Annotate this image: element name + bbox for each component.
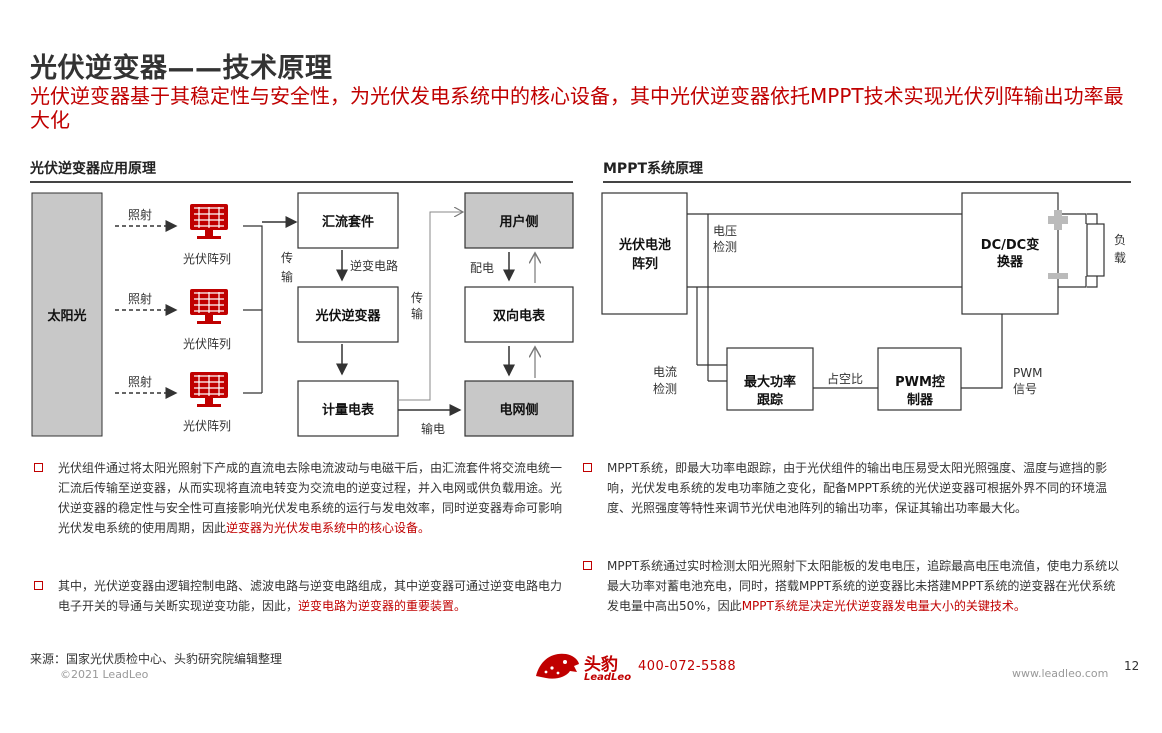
solar-panel-icon-3 <box>190 372 228 407</box>
load-label-2: 载 <box>1114 251 1126 265</box>
pwm-label-1: PWM控 <box>895 374 945 390</box>
pwm-signal-label-2: 信号 <box>1013 382 1037 396</box>
page-number: 12 <box>1124 659 1140 673</box>
brand-cn: 头豹 <box>584 655 618 675</box>
pv-array-label-2: 光伏阵列 <box>183 337 231 351</box>
bi-meter-box <box>464 286 574 343</box>
page-title: 光伏逆变器——技术原理 <box>30 53 333 84</box>
grid-side-box <box>464 380 574 437</box>
user-side-label: 用户侧 <box>498 214 538 230</box>
pwm-label-2: 制器 <box>907 392 934 408</box>
pv-array-label-3: 光伏阵列 <box>183 419 231 433</box>
pwm-signal-line <box>961 314 1003 389</box>
user-side-box <box>464 192 574 249</box>
combiner-box <box>297 192 399 249</box>
bullet-square-icon <box>583 561 592 570</box>
source-note: 来源：国家光伏质检中心、头豹研究院编辑整理 <box>30 652 283 666</box>
solar-panel-icon-1 <box>190 204 228 239</box>
application-principle-diagram: 太阳光 照射 照射 照射 光伏阵列 光伏阵列 光伏阵列 传 汇流套件 逆变电路 … <box>31 192 574 437</box>
grid-side-label: 电网侧 <box>499 402 538 418</box>
panel-bus-line <box>243 225 263 394</box>
pv-cell-label-1: 光伏电池 <box>618 237 671 253</box>
right-heading-rule <box>603 181 1131 183</box>
transmit-label-1b: 输 <box>281 270 294 284</box>
right-bullet-2: MPPT系统通过实时检测太阳光照射下太阳能板的发电电压，追踪最高电压电流值，使电… <box>583 556 1123 640</box>
mppt-label-2: 跟踪 <box>757 392 783 408</box>
meter-label: 计量电表 <box>322 402 375 418</box>
meter-box <box>297 380 399 437</box>
irradiate-label-3: 照射 <box>128 374 152 389</box>
left-section-heading: 光伏逆变器应用原理 <box>30 161 156 177</box>
duty-label: 占空比 <box>827 371 863 386</box>
solar-panel-icon-2 <box>190 289 228 324</box>
minus-terminal <box>1048 273 1068 279</box>
website[interactable]: www.leadleo.com <box>1012 667 1109 680</box>
bullet-square-icon <box>34 463 43 472</box>
bullet-square-icon <box>34 581 43 590</box>
transmit-label-1a: 传 <box>281 250 293 265</box>
dcdc-box <box>961 192 1059 315</box>
pv-cell-label-2: 阵列 <box>632 256 658 272</box>
left-heading-rule <box>30 181 573 183</box>
load-label-1: 负 <box>1114 233 1126 247</box>
left-bullet-1: 光伏组件通过将太阳光照射下产成的直流电去除电流波动与电磁干后，由汇流套件将交流电… <box>34 458 574 562</box>
right-section-heading: MPPT系统原理 <box>603 161 704 177</box>
voltage-label-1: 电压 <box>713 224 737 238</box>
current-label-1: 电流 <box>653 365 677 379</box>
mppt-box <box>726 347 814 411</box>
sun-box <box>31 192 103 437</box>
current-label-2: 检测 <box>653 381 677 396</box>
bullet-square-icon <box>583 463 592 472</box>
irradiate-label-2: 照射 <box>128 291 152 306</box>
transmit-label-2b: 输 <box>411 307 424 321</box>
mppt-label-1: 最大功率 <box>744 374 796 390</box>
supply-label: 输电 <box>421 421 445 436</box>
load-resistor <box>1086 223 1105 277</box>
combiner-label: 汇流套件 <box>322 214 374 230</box>
pv-array-label-1: 光伏阵列 <box>183 252 231 266</box>
transmit-label-2a: 传 <box>411 290 423 305</box>
bi-meter-label: 双向电表 <box>493 308 546 324</box>
voltage-label-2: 检测 <box>713 239 737 254</box>
dcdc-label-1: DC/DC变 <box>981 237 1039 253</box>
phone-number: 400-072-5588 <box>638 659 737 674</box>
page-subtitle: 光伏逆变器基于其稳定性与安全性，为光伏发电系统中的核心设备，其中光伏逆变器依托M… <box>30 84 1124 132</box>
sun-label: 太阳光 <box>46 308 86 324</box>
brand-en: LeadLeo <box>584 672 632 683</box>
inverter-label: 光伏逆变器 <box>314 308 381 324</box>
inverter-circuit-label: 逆变电路 <box>350 258 398 273</box>
pwm-signal-label-1: PWM <box>1013 366 1042 380</box>
copyright: ©2021 LeadLeo <box>60 668 149 681</box>
pwm-box <box>877 347 962 411</box>
left-bullet-2: 其中，光伏逆变器由逻辑控制电路、滤波电路与逆变电路组成，其中逆变器可通过逆变电路… <box>34 576 574 640</box>
leopard-logo-icon <box>532 646 582 686</box>
pv-cell-array-box <box>601 192 688 315</box>
distribute-label: 配电 <box>470 261 494 275</box>
right-bullet-1: MPPT系统，即最大功率电跟踪，由于光伏组件的输出电压易受太阳光照强度、温度与遮… <box>583 458 1123 542</box>
dcdc-label-2: 换器 <box>997 254 1024 270</box>
mppt-diagram: 光伏电池 阵列 电压 检测 DC/DC变 换器 负 载 电流 检测 最大功率 跟… <box>601 192 1126 411</box>
irradiate-label-1: 照射 <box>128 207 152 222</box>
meter-to-user-line <box>398 212 462 401</box>
inverter-box <box>297 286 399 343</box>
